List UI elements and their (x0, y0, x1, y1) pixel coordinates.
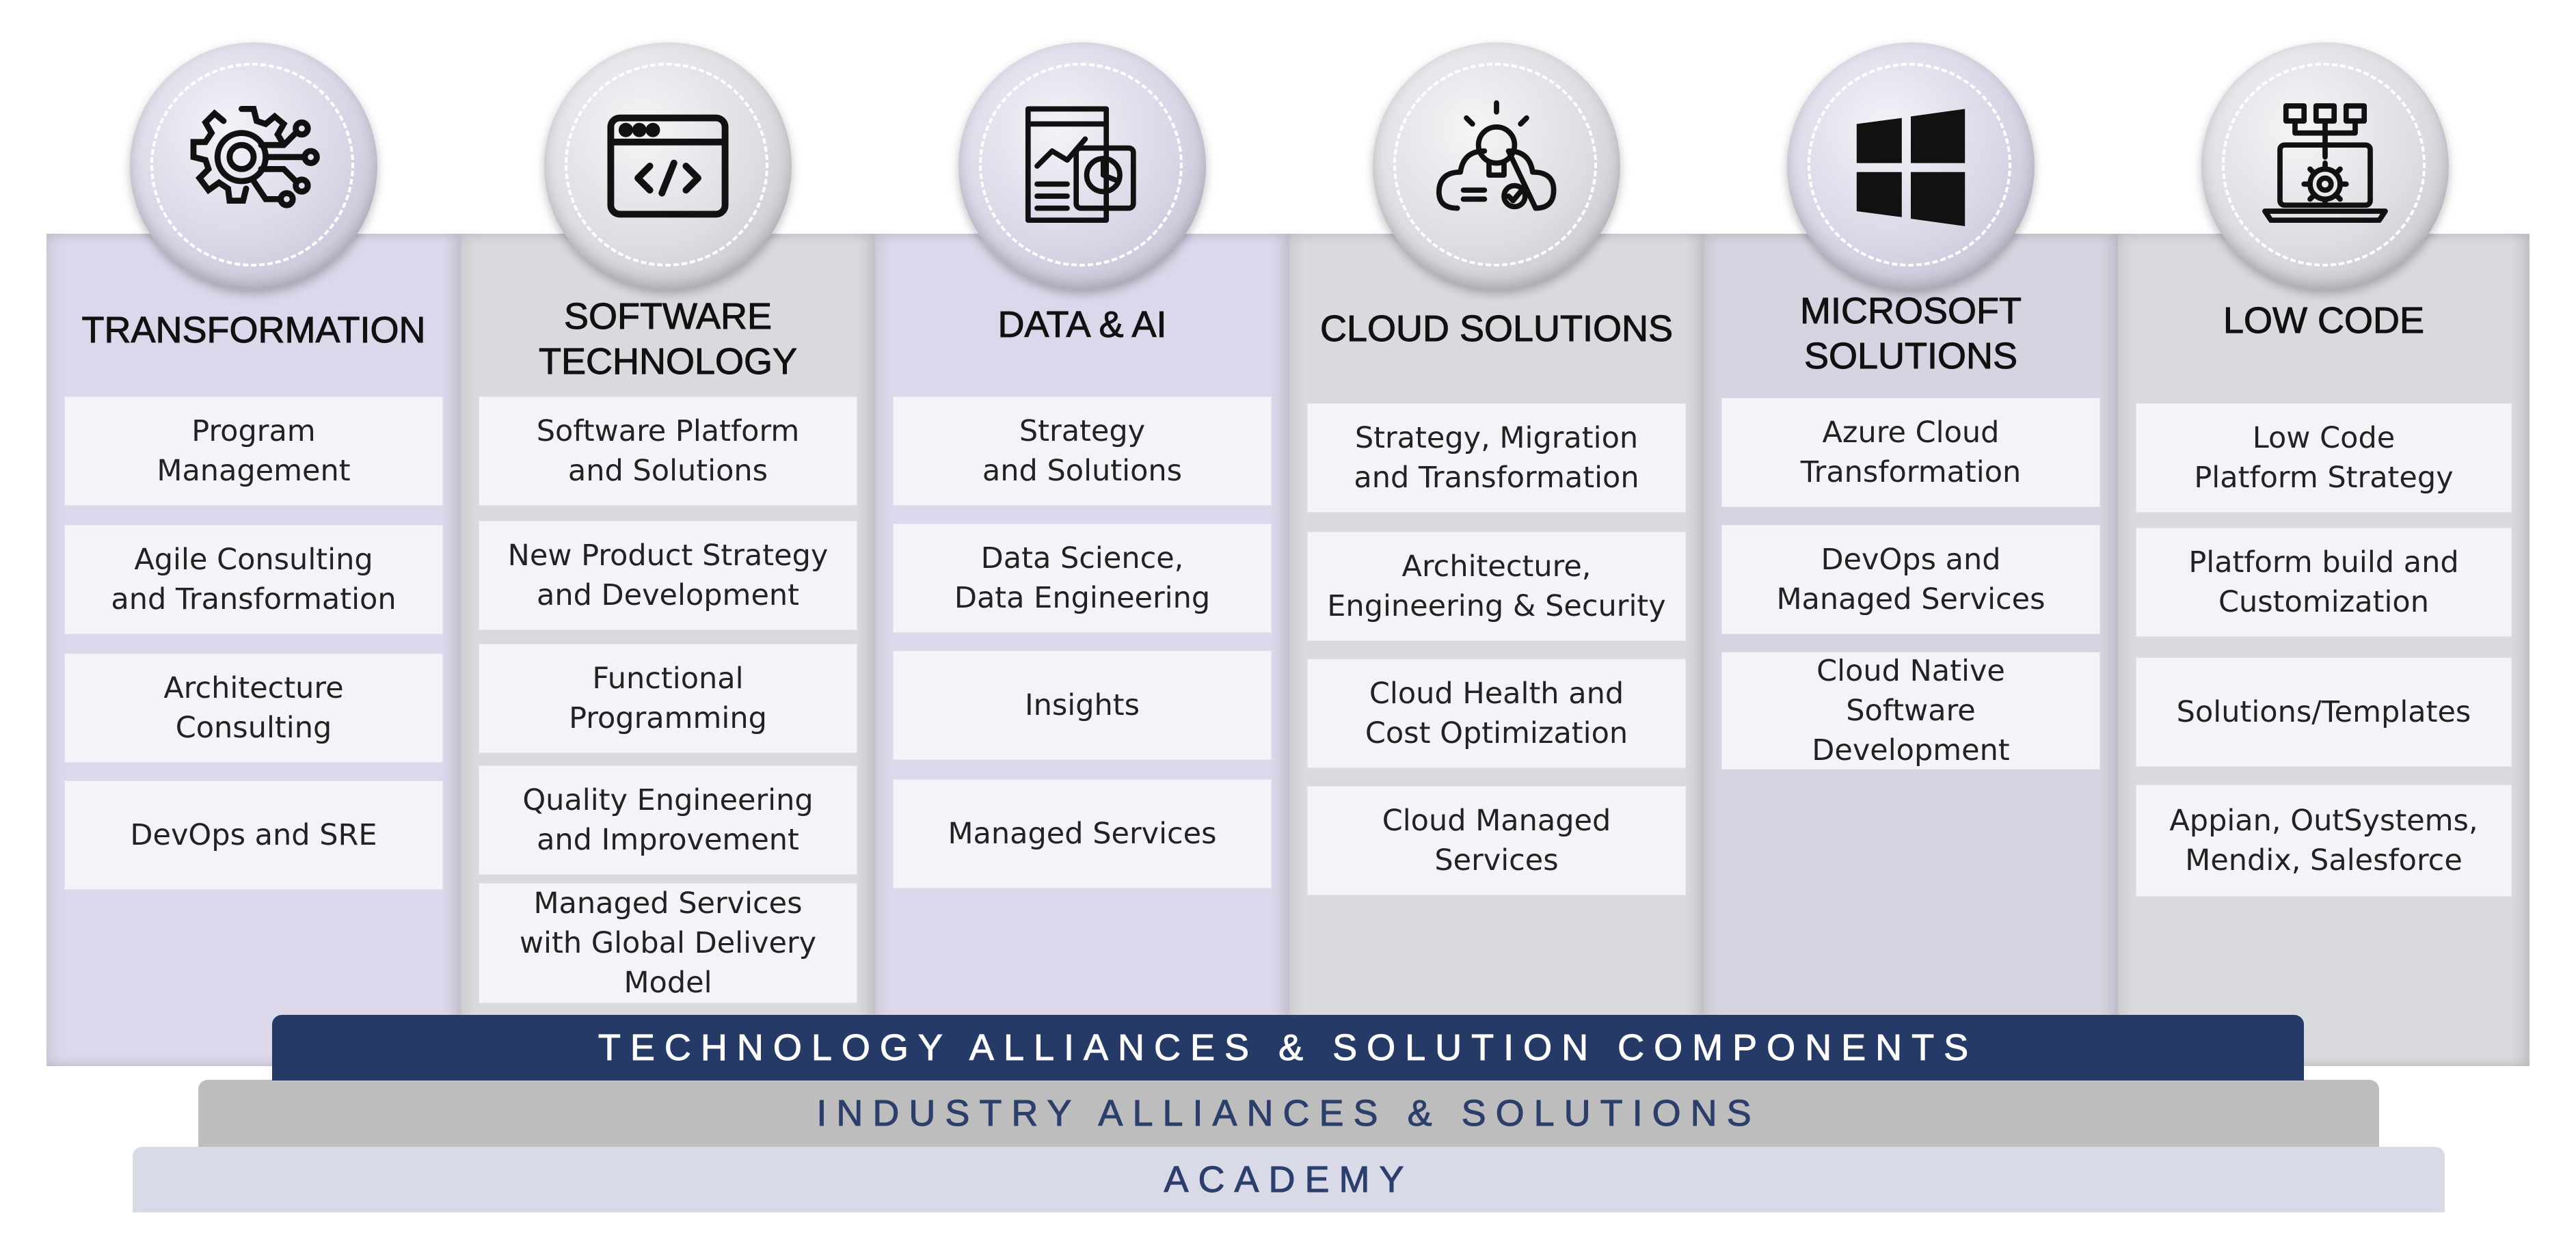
service-box: Cloud Native Software Development (1721, 652, 2100, 770)
pillar-title: TRANSFORMATION (81, 310, 426, 351)
pillar-title: SOFTWARE TECHNOLOGY (538, 296, 798, 383)
service-box: Strategy, Migration and Transformation (1307, 403, 1686, 513)
service-box: Architecture Consulting (64, 653, 443, 763)
pillar-low-code: LOW CODE Low Code Platform Strategy Plat… (2118, 234, 2530, 1066)
service-box: Agile Consulting and Transformation (64, 525, 443, 634)
service-box: Managed Services with Global Delivery Mo… (479, 883, 857, 1003)
pillar-software-technology: SOFTWARE TECHNOLOGY Software Platform an… (461, 234, 875, 1066)
windows-logo-icon (1787, 42, 2035, 290)
service-box: DevOps and Managed Services (1721, 525, 2100, 634)
cloud-idea-icon (1373, 42, 1620, 290)
service-box: Platform build and Customization (2136, 528, 2512, 637)
pillar-transformation: TRANSFORMATION Program Management Agile … (46, 234, 461, 1066)
service-box: Low Code Platform Strategy (2136, 403, 2512, 513)
technology-alliances-band: TECHNOLOGY ALLIANCES & SOLUTION COMPONEN… (272, 1015, 2304, 1080)
pillar-cloud-solutions: CLOUD SOLUTIONS Strategy, Migration and … (1289, 234, 1704, 1066)
service-box: Managed Services (893, 779, 1272, 888)
pillar-data-ai: DATA & AI Strategy and Solutions Data Sc… (875, 234, 1289, 1066)
academy-band: ACADEMY (133, 1147, 2445, 1212)
laptop-gear-icon (2201, 42, 2449, 290)
service-box: Azure Cloud Transformation (1721, 398, 2100, 507)
service-box: Data Science, Data Engineering (893, 524, 1272, 633)
service-box: Program Management (64, 396, 443, 506)
industry-alliances-label: INDUSTRY ALLIANCES & SOLUTIONS (816, 1093, 1761, 1134)
service-box: Cloud Managed Services (1307, 786, 1686, 895)
pillar-title: LOW CODE (2223, 300, 2425, 342)
technology-alliances-label: TECHNOLOGY ALLIANCES & SOLUTION COMPONEN… (598, 1027, 1978, 1069)
service-box: Software Platform and Solutions (479, 396, 857, 506)
industry-alliances-band: INDUSTRY ALLIANCES & SOLUTIONS (198, 1080, 2379, 1147)
code-window-icon (544, 42, 792, 290)
service-box: Quality Engineering and Improvement (479, 765, 857, 875)
pillar-title: DATA & AI (997, 304, 1167, 346)
gear-circuit-icon (130, 42, 377, 290)
pillar-microsoft-solutions: MICROSOFT SOLUTIONS Azure Cloud Transfor… (1704, 234, 2118, 1066)
data-analytics-icon (958, 42, 1206, 290)
service-box: Functional Programming (479, 644, 857, 753)
service-box: New Product Strategy and Development (479, 521, 857, 630)
service-box: Appian, OutSystems, Mendix, Salesforce (2136, 785, 2512, 897)
service-box: Solutions/Templates (2136, 657, 2512, 767)
service-box: Strategy and Solutions (893, 396, 1272, 506)
academy-label: ACADEMY (1164, 1159, 1414, 1201)
service-box: Cloud Health and Cost Optimization (1307, 659, 1686, 768)
service-box: Insights (893, 651, 1272, 760)
service-box: DevOps and SRE (64, 780, 443, 890)
pillar-title: CLOUD SOLUTIONS (1319, 308, 1674, 350)
service-box: Architecture, Engineering & Security (1307, 532, 1686, 641)
pillar-title: MICROSOFT SOLUTIONS (1800, 290, 2022, 377)
